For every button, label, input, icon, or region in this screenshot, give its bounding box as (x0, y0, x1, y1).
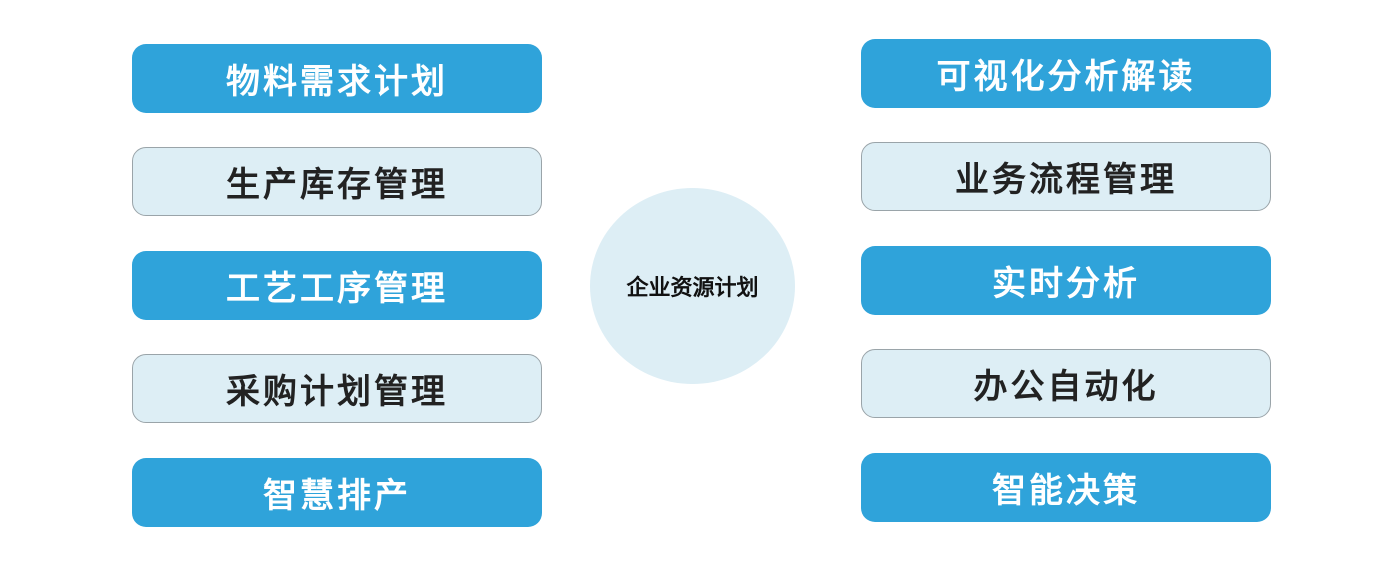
module-material-requirements-planning: 物料需求计划 (132, 44, 542, 113)
module-office-automation: 办公自动化 (861, 349, 1271, 418)
module-purchase-plan-management: 采购计划管理 (132, 354, 542, 423)
module-label: 业务流程管理 (955, 160, 1177, 200)
module-visual-analysis: 可视化分析解读 (861, 39, 1271, 108)
module-label: 物料需求计划 (226, 62, 448, 102)
module-label: 智能决策 (992, 471, 1140, 511)
module-label: 实时分析 (992, 264, 1140, 304)
module-label: 办公自动化 (973, 367, 1159, 407)
module-label: 工艺工序管理 (226, 269, 448, 309)
module-label: 生产库存管理 (226, 165, 448, 205)
module-intelligent-decision: 智能决策 (861, 453, 1271, 522)
module-process-procedure-management: 工艺工序管理 (132, 251, 542, 320)
module-smart-scheduling: 智慧排产 (132, 458, 542, 527)
module-production-inventory-management: 生产库存管理 (132, 147, 542, 216)
center-label: 企业资源计划 (626, 276, 759, 301)
module-label: 可视化分析解读 (936, 57, 1196, 97)
module-business-process-management: 业务流程管理 (861, 142, 1271, 211)
center-erp-circle: 企业资源计划 (590, 188, 795, 384)
module-realtime-analysis: 实时分析 (861, 246, 1271, 315)
module-label: 智慧排产 (263, 476, 411, 516)
module-label: 采购计划管理 (226, 372, 448, 412)
